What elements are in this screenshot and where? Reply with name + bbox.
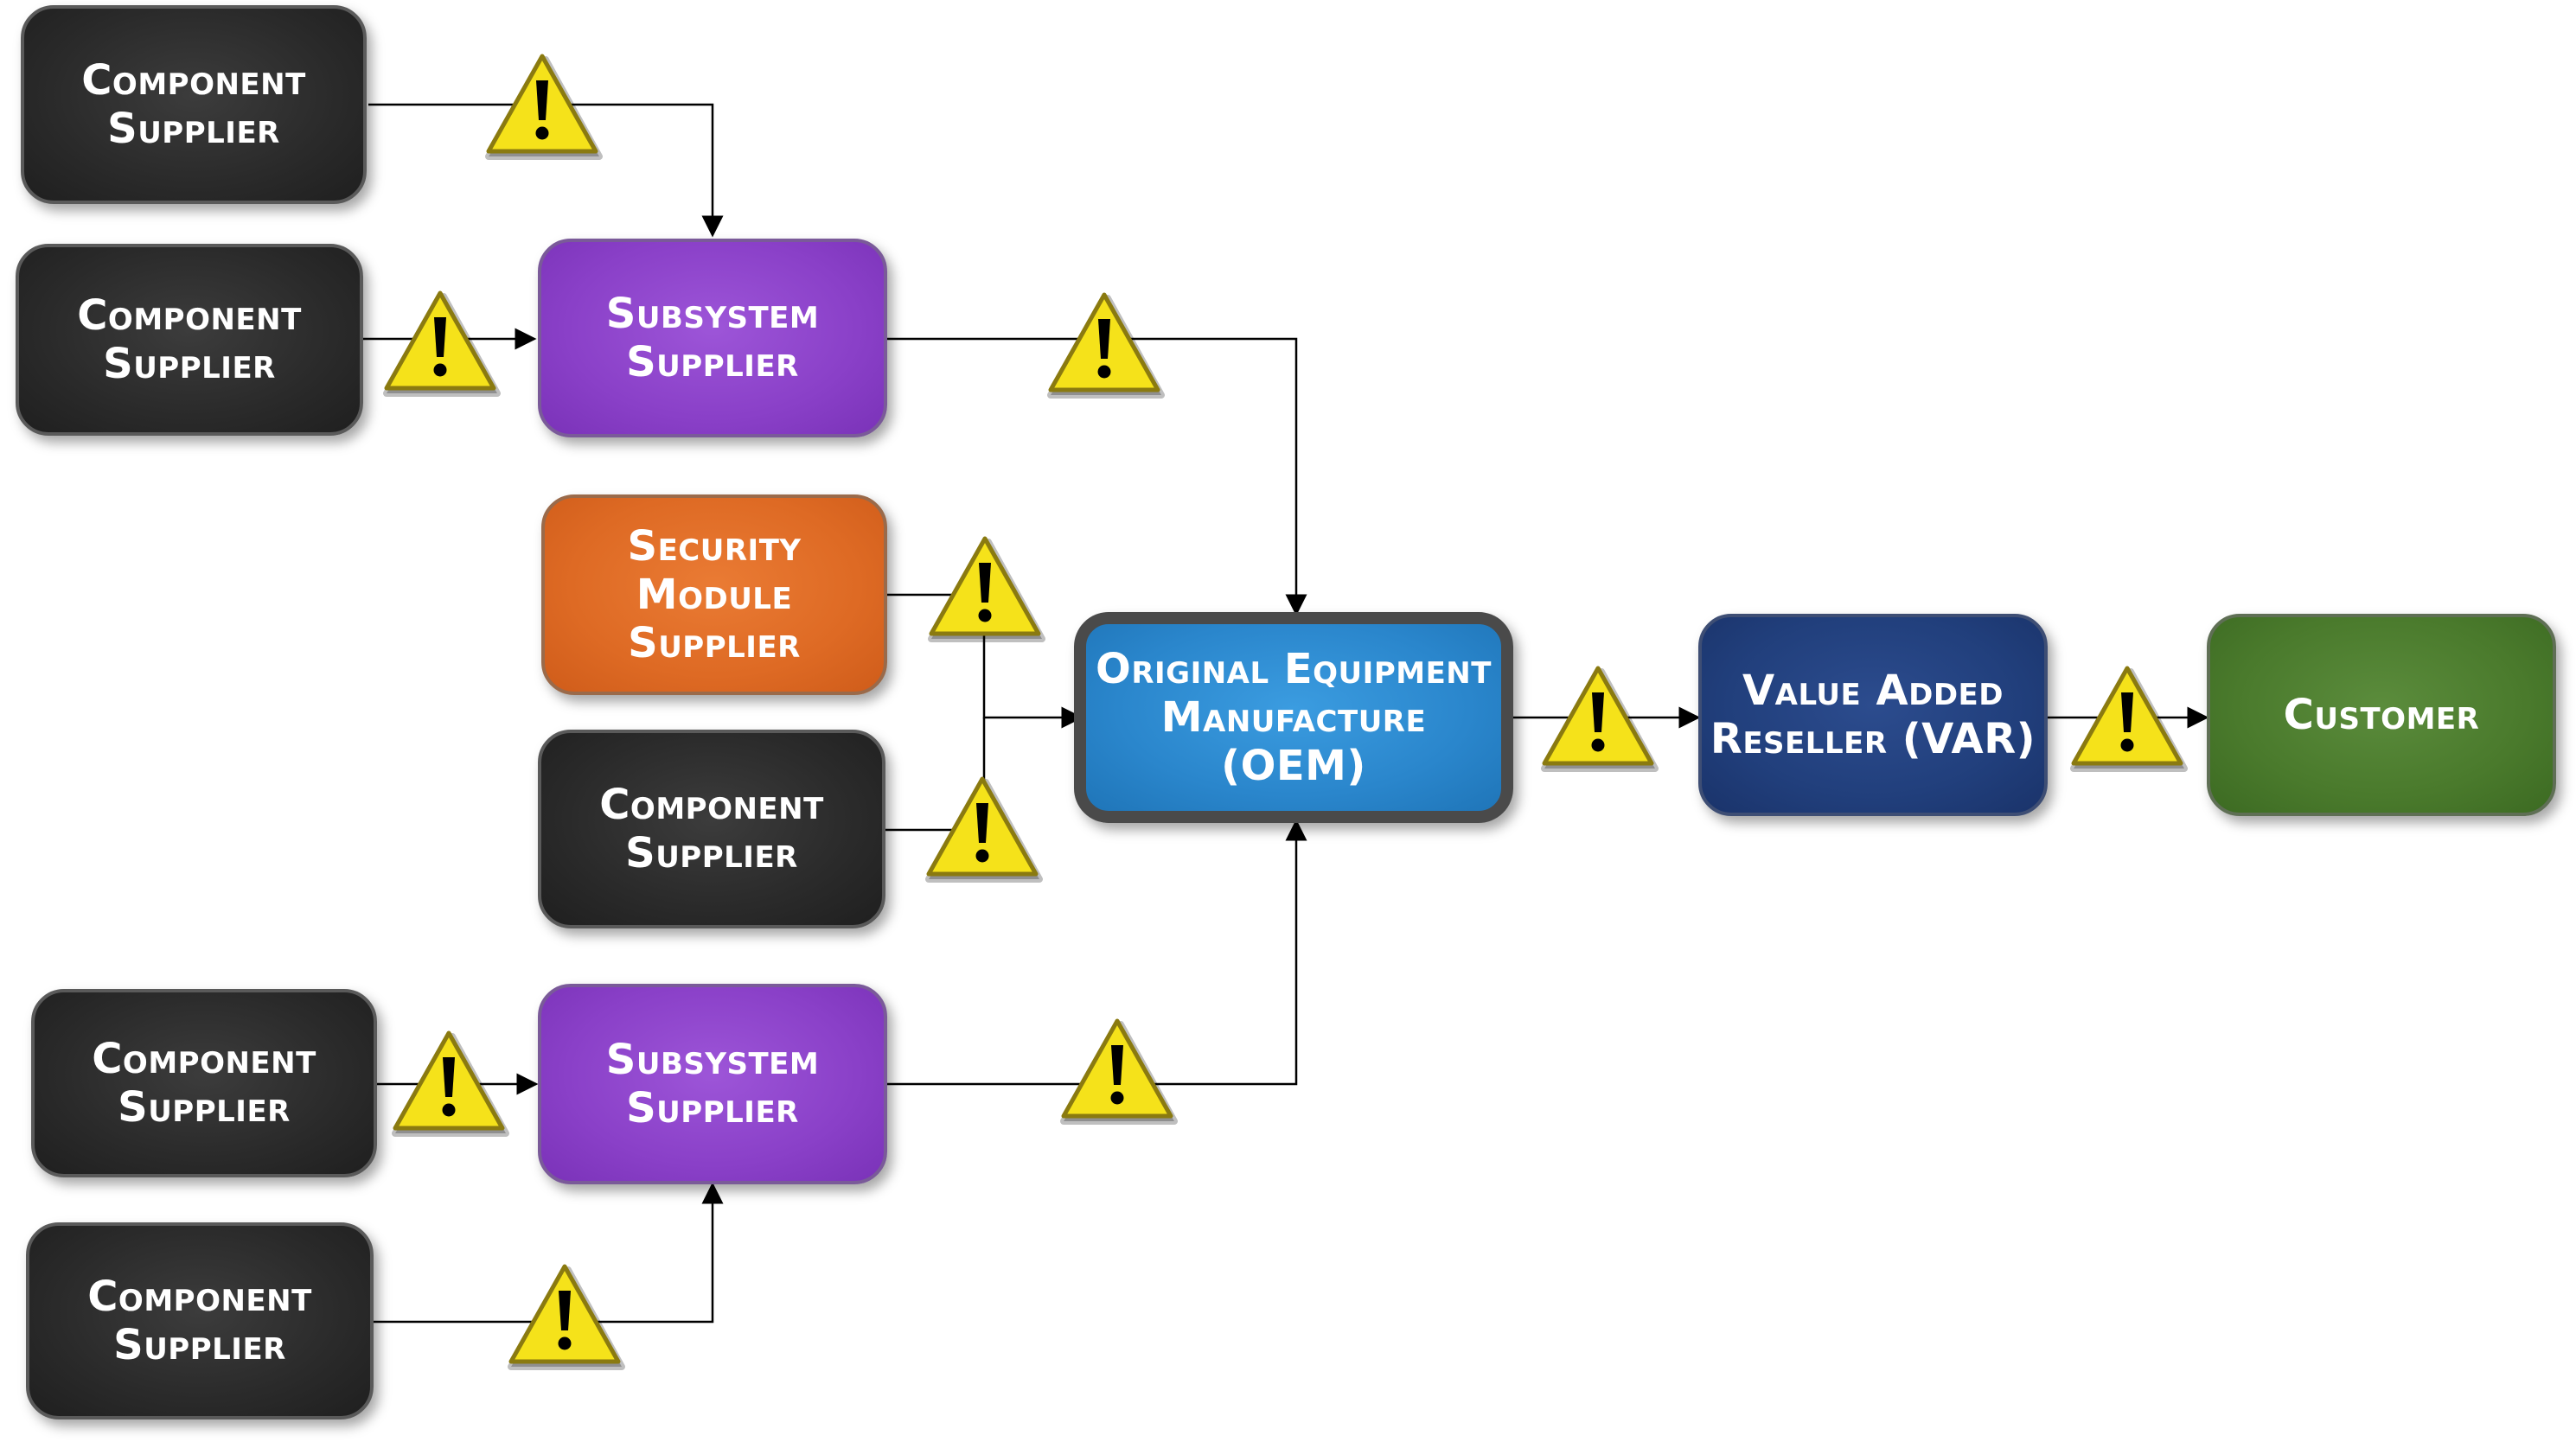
warning-icon [1047, 292, 1165, 399]
warning-icon [392, 1030, 509, 1137]
node-label-line: Component [77, 291, 302, 340]
node-label-line: Component [92, 1035, 316, 1083]
node-label-line: Value Added [1742, 667, 2004, 715]
warning-icon [925, 776, 1043, 883]
node-label-line: Original Equipment [1096, 645, 1492, 693]
node-label-line: Supplier [626, 338, 799, 386]
node-label-line: Supplier [107, 105, 280, 153]
node-label-line: Customer [2283, 691, 2480, 739]
warning-icon [2070, 666, 2188, 772]
warning-icon [1060, 1018, 1178, 1125]
warning-icon [485, 54, 603, 160]
node-label-line: Supplier [118, 1083, 291, 1132]
connector-security-to-oem [887, 593, 1083, 729]
connector-subsystem-bottom-to-oem [887, 819, 1307, 1086]
connector-cs1-to-subsystem-top [368, 103, 724, 238]
node-label-line: Supplier [103, 340, 276, 388]
node-label-line: Reseller (VAR) [1710, 715, 2036, 763]
node-label-line: Subsystem [605, 1036, 820, 1084]
connector-cs5-to-subsystem-bottom [374, 1182, 724, 1324]
node-label-line: Subsystem [605, 290, 820, 338]
node-label-line: Module [636, 571, 793, 619]
node-label-line: Component [87, 1273, 312, 1321]
warning-icon [928, 536, 1045, 642]
warning-icon [1541, 666, 1659, 772]
node-label-line: Supplier [113, 1321, 286, 1369]
node-label-line: Supplier [625, 829, 798, 877]
node-label-line: Manufacture (OEM) [1160, 693, 1427, 790]
node-label-line: Security [627, 522, 802, 571]
customer-node[interactable]: Customer [2207, 614, 2556, 816]
connector-subsystem-top-to-oem [887, 337, 1307, 616]
node-label-line: Component [81, 56, 306, 105]
node-label-line: Component [599, 781, 824, 829]
node-label-line: Supplier [626, 1084, 799, 1132]
warning-icon [383, 290, 501, 397]
node-label-line: Supplier [628, 619, 801, 667]
warning-icon [508, 1264, 625, 1370]
